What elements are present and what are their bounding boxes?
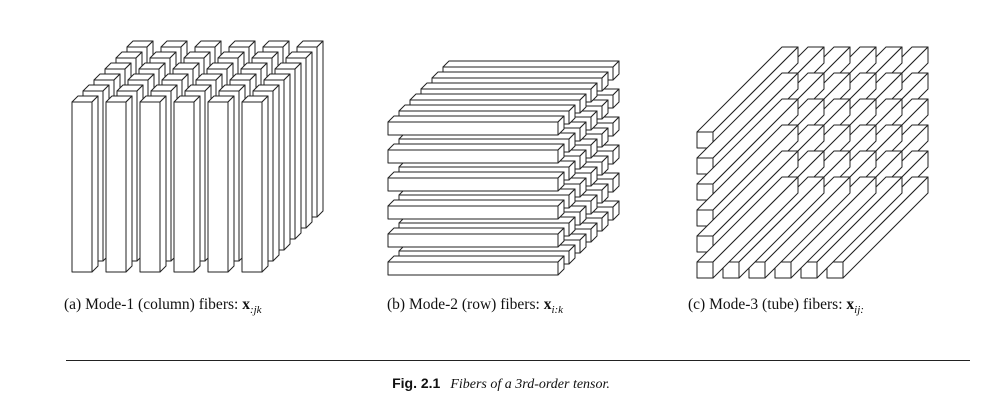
caption-text: (a) Mode-1 (column) fibers:: [64, 296, 243, 313]
fiber-side-face: [283, 73, 291, 251]
figure-caption: Fig. 2.1 Fibers of a 3rd-order tensor.: [0, 375, 1002, 393]
row-fiber: [387, 227, 565, 248]
fiber-side-face: [159, 95, 167, 273]
caption-text: (b) Mode-2 (row) fibers:: [387, 296, 544, 313]
fiber-front-face: [387, 233, 559, 248]
fiber-front-face: [748, 261, 766, 279]
fiber-side-face: [272, 84, 280, 262]
fiber-front-face: [826, 261, 844, 279]
fiber-top-face: [442, 60, 620, 68]
caption-mode-1: (a) Mode-1 (column) fibers: x:jk: [64, 296, 262, 316]
mode-3-tube-fibers-diagram: [696, 46, 929, 279]
fiber-top-face: [387, 255, 565, 263]
row-fiber: [387, 115, 565, 136]
caption-mode-2: (b) Mode-2 (row) fibers: xi:k: [387, 296, 563, 316]
caption-mode-3: (c) Mode-3 (tube) fibers: xij:: [688, 296, 864, 316]
fiber-side-face: [193, 95, 201, 273]
figure-separator-rule: [66, 360, 970, 361]
fiber-front-face: [71, 101, 93, 273]
column-fiber: [71, 95, 99, 273]
fiber-front-face: [774, 261, 792, 279]
figure-number: Fig. 2.1: [392, 375, 441, 391]
fiber-top-face: [398, 104, 576, 112]
column-fiber: [173, 95, 201, 273]
fiber-top-face: [387, 143, 565, 151]
fiber-front-face: [139, 101, 161, 273]
fiber-top-face: [387, 199, 565, 207]
fiber-top-face: [420, 82, 598, 90]
row-fiber: [387, 143, 565, 164]
fiber-side-face: [91, 95, 99, 273]
fiber-top-face: [387, 227, 565, 235]
tensor-symbol: x: [242, 296, 250, 313]
fiber-top-face: [387, 115, 565, 123]
fiber-top-face: [409, 93, 587, 101]
row-fiber: [387, 255, 565, 276]
fiber-top-face: [387, 171, 565, 179]
column-fiber: [241, 95, 269, 273]
tensor-symbol: x: [543, 296, 552, 313]
figure-caption-text: Fibers of a 3rd-order tensor.: [450, 377, 610, 392]
fiber-front-face: [696, 261, 714, 279]
fiber-side-face: [305, 51, 313, 229]
fiber-front-face: [207, 101, 229, 273]
row-fiber: [387, 199, 565, 220]
mode-2-row-fibers-diagram: [387, 60, 620, 276]
column-fiber: [139, 95, 167, 273]
fiber-top-face: [431, 71, 609, 79]
fiber-front-face: [387, 121, 559, 136]
tensor-symbol: x: [846, 296, 855, 313]
fiber-front-face: [387, 205, 559, 220]
tensor-subscript: ij:: [854, 304, 864, 317]
row-fiber: [387, 171, 565, 192]
mode-1-column-fibers-diagram: [71, 40, 324, 273]
fiber-front-face: [722, 261, 740, 279]
fiber-front-face: [387, 261, 559, 276]
fiber-side-face: [294, 62, 302, 240]
column-fiber: [105, 95, 133, 273]
tensor-subscript: :jk: [249, 304, 262, 317]
fiber-front-face: [387, 149, 559, 164]
fiber-front-face: [387, 177, 559, 192]
fiber-side-face: [125, 95, 133, 273]
column-fiber: [207, 95, 235, 273]
fiber-front-face: [105, 101, 127, 273]
fiber-side-face: [316, 40, 324, 218]
fiber-side-face: [261, 95, 269, 273]
fiber-front-face: [800, 261, 818, 279]
tube-fiber: [696, 176, 799, 279]
fiber-side-face: [227, 95, 235, 273]
caption-text: (c) Mode-3 (tube) fibers:: [688, 296, 847, 313]
tensor-subscript: i:k: [551, 304, 564, 317]
fiber-front-face: [241, 101, 263, 273]
fiber-front-face: [173, 101, 195, 273]
